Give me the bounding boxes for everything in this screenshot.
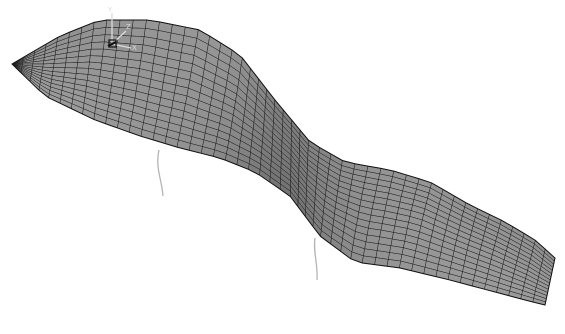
- axis-z-label: Z: [126, 23, 131, 31]
- mesh-element: [130, 27, 146, 37]
- mesh-element: [53, 62, 67, 68]
- mesh-element: [91, 34, 106, 43]
- axis-x-label: X: [132, 44, 137, 52]
- mesh-element: [131, 19, 147, 29]
- support-line-left: [157, 149, 164, 197]
- mesh-element: [90, 48, 104, 57]
- axis-triad: Y Z X: [107, 6, 137, 52]
- mesh-element: [64, 62, 78, 69]
- support-line-right: [313, 237, 318, 281]
- twisted-strip-mesh: [11, 19, 556, 306]
- axis-origin-box: [108, 39, 117, 48]
- axis-y-label: Y: [107, 6, 113, 14]
- mesh-element: [90, 41, 105, 50]
- mesh-element: [77, 55, 91, 63]
- mesh-element: [76, 61, 90, 69]
- mesh-outline: [11, 19, 556, 306]
- axis-x-line: [111, 43, 132, 49]
- mesh-element: [65, 56, 79, 64]
- mesh-element: [105, 19, 121, 28]
- support-lines: [157, 149, 318, 281]
